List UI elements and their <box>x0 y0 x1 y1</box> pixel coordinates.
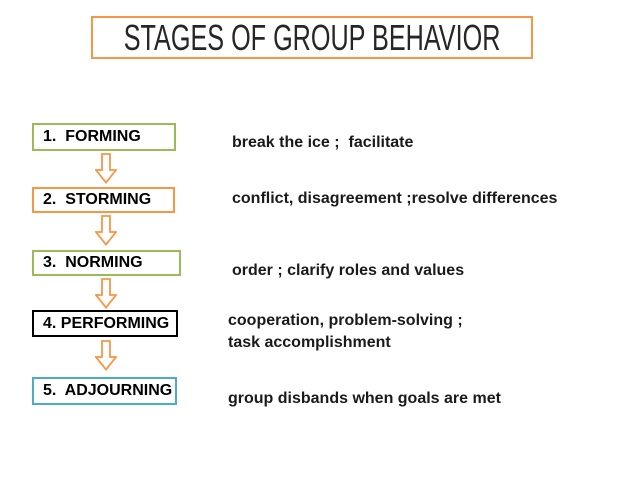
stage-label-adjourning: 5. ADJOURNING <box>43 382 173 399</box>
stage-description-forming: break the ice ; facilitate <box>232 134 414 151</box>
slide-title-box: STAGES OF GROUP BEHAVIOR <box>91 16 533 59</box>
down-block-arrow-shape <box>95 153 117 184</box>
stage-description-performing: cooperation, problem-solving ; task acco… <box>228 312 463 351</box>
stage-box-forming: 1. FORMING <box>32 123 176 151</box>
stage-description-adjourning: group disbands when goals are met <box>228 390 501 407</box>
stage-label-norming: 3. NORMING <box>43 254 143 271</box>
stage-label-storming: 2. STORMING <box>43 191 152 208</box>
down-block-arrow-icon <box>95 340 117 371</box>
down-block-arrow-shape <box>95 340 117 371</box>
stage-label-forming: 1. FORMING <box>43 128 141 145</box>
down-block-arrow-icon <box>95 153 117 184</box>
stage-box-adjourning: 5. ADJOURNING <box>32 377 177 405</box>
stage-label-performing: 4. PERFORMING <box>43 314 170 332</box>
stage-box-storming: 2. STORMING <box>32 187 175 213</box>
stage-box-norming: 3. NORMING <box>32 250 181 276</box>
down-block-arrow-shape <box>95 215 117 246</box>
stage-box-performing: 4. PERFORMING <box>32 310 178 337</box>
down-block-arrow-icon <box>95 278 117 309</box>
down-block-arrow-shape <box>95 278 117 309</box>
stage-description-storming: conflict, disagreement ;resolve differen… <box>232 190 558 207</box>
down-block-arrow-icon <box>95 215 117 246</box>
stage-description-norming: order ; clarify roles and values <box>232 262 465 279</box>
slide-title: STAGES OF GROUP BEHAVIOR <box>123 16 501 58</box>
